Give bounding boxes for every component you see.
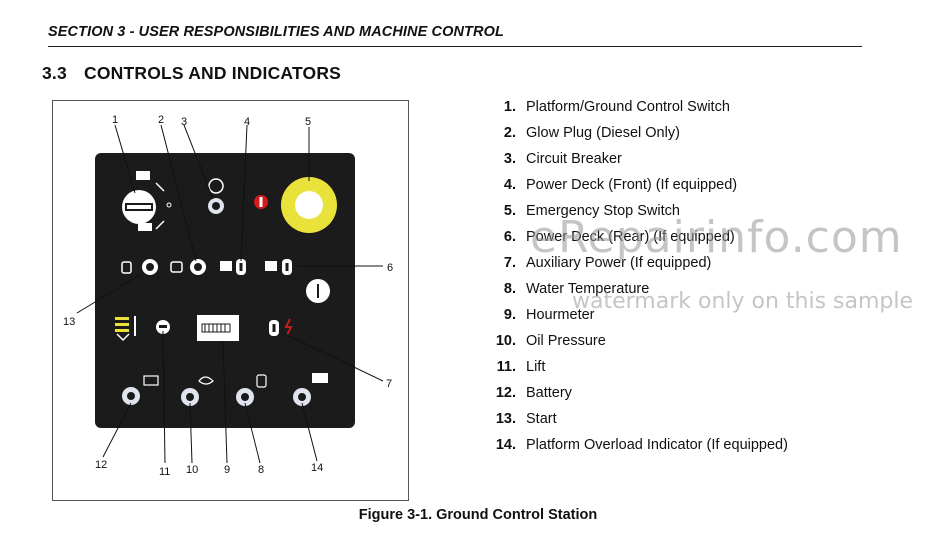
- legend-item: 4. Power Deck (Front) (If equipped): [492, 174, 788, 200]
- callout-leaders: [76, 124, 384, 464]
- callout-10: 10: [186, 464, 198, 476]
- auxiliary-power-switch-icon: [269, 318, 293, 336]
- stop-icon: [254, 195, 268, 209]
- heading-number: 3.3: [42, 63, 67, 83]
- section-divider: [48, 46, 862, 47]
- legend-item: 9. Hourmeter: [492, 304, 788, 330]
- callout-3: 3: [181, 116, 187, 128]
- legend-text: Oil Pressure: [526, 333, 606, 349]
- legend-text: Water Temperature: [526, 281, 650, 297]
- legend-number: 3.: [503, 151, 516, 167]
- legend-item: 1. Platform/Ground Control Switch: [492, 96, 788, 122]
- legend-text: Platform/Ground Control Switch: [526, 99, 730, 115]
- legend-number: 12.: [495, 385, 516, 401]
- legend-item: 7. Auxiliary Power (If equipped): [492, 252, 788, 278]
- callout-12: 12: [95, 459, 107, 471]
- legend-item: 8. Water Temperature: [492, 278, 788, 304]
- legend-item: 12. Battery: [492, 382, 788, 408]
- glow-plug-switch-icon: [170, 259, 206, 275]
- legend-number: 8.: [503, 281, 516, 297]
- legend-number: 13.: [495, 411, 516, 427]
- watermark-site: eRepairinfo.com: [530, 212, 903, 263]
- legend-text: Hourmeter: [526, 307, 595, 323]
- callout-4: 4: [244, 116, 250, 128]
- callout-13: 13: [63, 316, 75, 328]
- section-title: SECTION 3 - USER RESPONSIBILITIES AND MA…: [48, 24, 504, 40]
- callout-9: 9: [224, 464, 230, 476]
- legend-text: Glow Plug (Diesel Only): [526, 125, 680, 141]
- legend-text: Lift: [526, 359, 546, 375]
- power-deck-rear-switch-icon: [265, 259, 292, 275]
- legend-number: 10.: [495, 333, 516, 349]
- platform-ground-switch-icon: [122, 171, 172, 231]
- legend-number: 14.: [495, 437, 516, 453]
- legend-text: Emergency Stop Switch: [526, 203, 680, 219]
- callout-1: 1: [112, 114, 118, 126]
- legend-number: 2.: [503, 125, 516, 141]
- legend-number: 1.: [503, 99, 516, 115]
- legend-item: 5. Emergency Stop Switch: [492, 200, 788, 226]
- power-deck-front-switch-icon: [220, 259, 246, 275]
- legend-text: Power Deck (Rear) (If equipped): [526, 229, 735, 245]
- battery-indicator-icon: [122, 375, 159, 405]
- legend-item: 10. Oil Pressure: [492, 330, 788, 356]
- legend-item: 11. Lift: [492, 356, 788, 382]
- lift-indicator-icon: [115, 316, 170, 342]
- legend-text: Start: [526, 411, 557, 427]
- legend-text: Power Deck (Front) (If equipped): [526, 177, 738, 193]
- page-heading: 3.3 CONTROLS AND INDICATORS: [42, 63, 341, 84]
- legend-number: 5.: [503, 203, 516, 219]
- figure-caption: Figure 3-1. Ground Control Station: [358, 507, 598, 523]
- legend-item: 14. Platform Overload Indicator (If equip…: [492, 434, 788, 460]
- callout-11: 11: [159, 466, 170, 478]
- emergency-stop-switch-icon: [281, 177, 337, 233]
- callout-7: 7: [386, 378, 392, 390]
- callout-8: 8: [258, 464, 264, 476]
- legend-item: 2. Glow Plug (Diesel Only): [492, 122, 788, 148]
- legend-item: 6. Power Deck (Rear) (If equipped): [492, 226, 788, 252]
- legend-text: Circuit Breaker: [526, 151, 622, 167]
- callout-14: 14: [311, 462, 323, 474]
- heading-title: CONTROLS AND INDICATORS: [84, 63, 342, 83]
- water-temperature-indicator-icon: [236, 374, 267, 406]
- hourmeter-icon: [197, 315, 239, 341]
- legend-list: 1. Platform/Ground Control Switch 2. Glow …: [492, 96, 788, 460]
- legend-text: Battery: [526, 385, 572, 401]
- watermark-notice: watermark only on this sample: [572, 289, 914, 314]
- control-panel-diagram: 1 2 3 4 5 6 7 8 9 10 11 12 13 14: [63, 114, 393, 478]
- legend-text: Platform Overload Indicator (If equipped…: [526, 437, 788, 453]
- ground-control-figure: 1 2 3 4 5 6 7 8 9 10 11 12 13 14: [52, 100, 409, 501]
- circuit-breaker-icon: [208, 178, 224, 214]
- legend-number: 7.: [503, 255, 516, 271]
- callout-5: 5: [305, 116, 311, 128]
- aux-power-indicator-icon: [306, 279, 330, 303]
- legend-item: 3. Circuit Breaker: [492, 148, 788, 174]
- callout-2: 2: [158, 114, 164, 126]
- platform-overload-indicator-icon: [293, 373, 328, 406]
- legend-text: Auxiliary Power (If equipped): [526, 255, 712, 271]
- legend-number: 9.: [503, 307, 516, 323]
- legend-number: 11.: [496, 359, 516, 375]
- start-switch-icon: [121, 259, 158, 275]
- callout-6: 6: [387, 262, 393, 274]
- legend-number: 6.: [503, 229, 516, 245]
- legend-item: 13. Start: [492, 408, 788, 434]
- legend-number: 4.: [503, 177, 516, 193]
- oil-pressure-indicator-icon: [181, 376, 214, 406]
